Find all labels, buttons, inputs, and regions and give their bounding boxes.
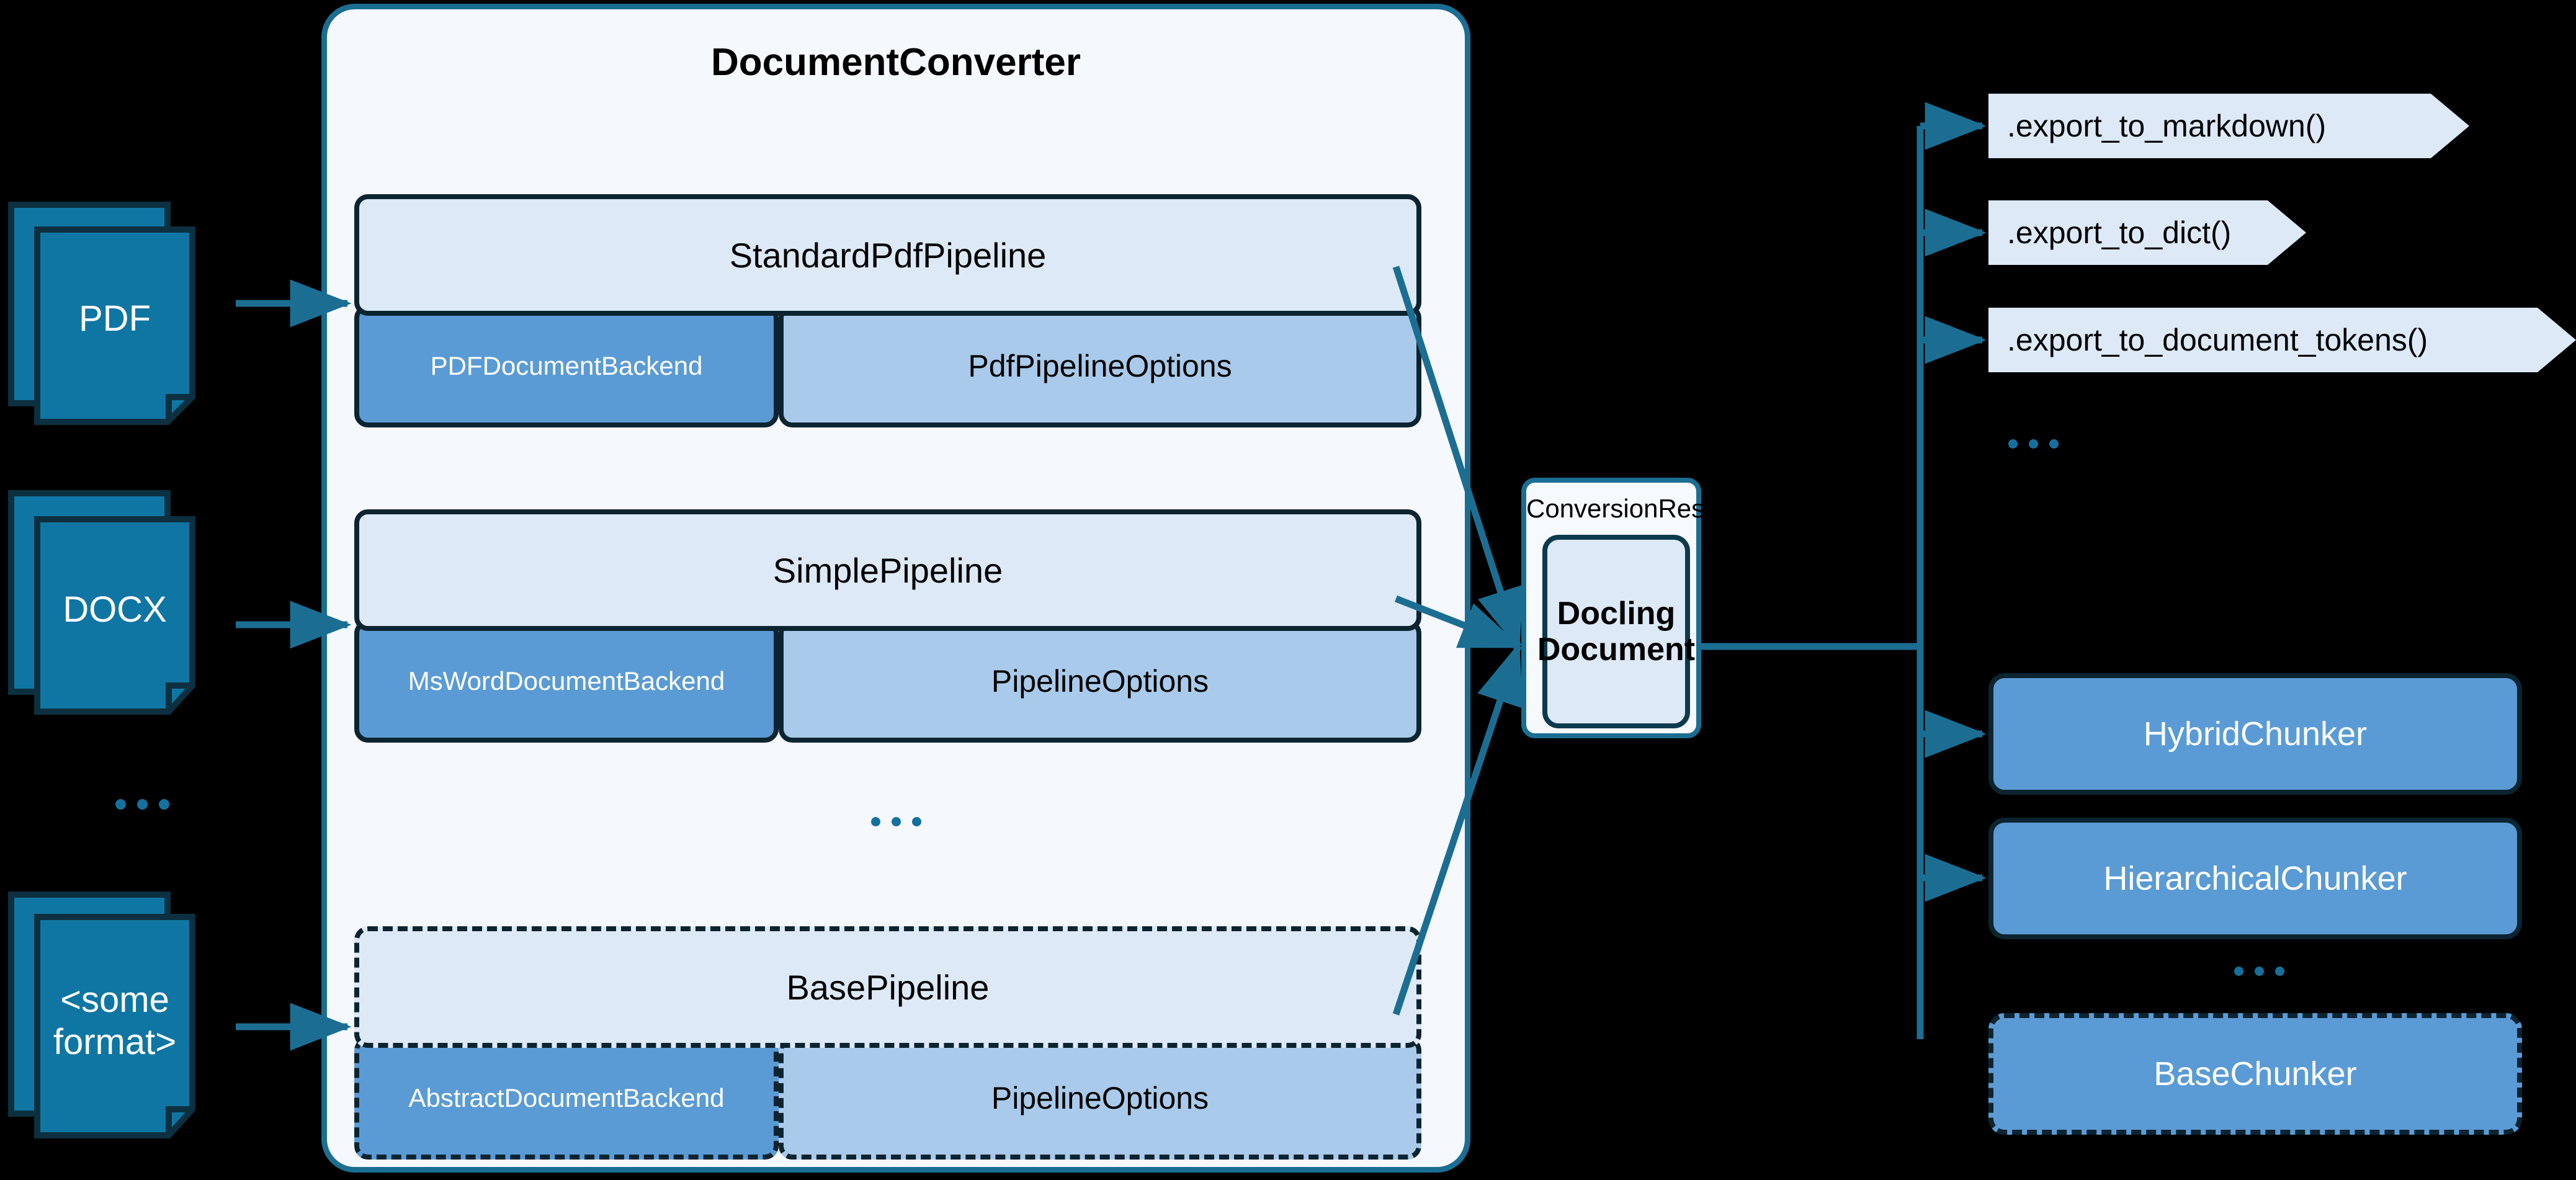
backend-mswordocumentbackend-label: MsWordDocumentBackend	[408, 666, 725, 695]
converter-ellipsis	[871, 817, 921, 826]
document-stack-icon	[8, 202, 195, 425]
options-pipelineoptions-base[interactable]: PipelineOptions	[779, 1037, 1421, 1160]
options-pipelineoptions-base-label: PipelineOptions	[991, 1081, 1209, 1115]
conversion-result-title: ConversionResult	[1526, 494, 1732, 523]
chunker-hierarchicalchunker-label: HierarchicalChunker	[2103, 860, 2407, 897]
chunker-basechunker-label: BaseChunker	[2153, 1055, 2357, 1093]
chunkers-ellipsis	[2234, 967, 2284, 976]
options-pipelineoptions-simple-label: PipelineOptions	[991, 664, 1209, 699]
backend-abstractdocumentbackend-label: AbstractDocumentBackend	[408, 1083, 725, 1112]
docling-document-box[interactable]: Docling Document	[1537, 535, 1695, 728]
chunker-hierarchicalchunker[interactable]: HierarchicalChunker	[1988, 818, 2522, 939]
ellipsis-dot	[2234, 967, 2243, 976]
pipeline-standardpdfpipeline-label: StandardPdfPipeline	[729, 235, 1047, 275]
pipeline-simplepipeline[interactable]: SimplePipeline	[354, 509, 1421, 631]
document-converter-title: DocumentConverter	[711, 41, 1081, 84]
exports-ellipsis	[2008, 439, 2059, 449]
export-to-document-tokens-label: .export_to_document_tokens()	[2007, 323, 2428, 357]
ellipsis-dot	[912, 817, 921, 826]
export-to-dict-label: .export_to_dict()	[2007, 215, 2232, 250]
ellipsis-dot	[2275, 967, 2284, 976]
export-to-dict-shape[interactable]: .export_to_dict()	[1988, 200, 2306, 265]
export-to-document-tokens-shape[interactable]: .export_to_document_tokens()	[1988, 308, 2576, 372]
pipeline-basepipeline[interactable]: BasePipeline	[354, 926, 1421, 1048]
options-pdfpipelineoptions-label: PdfPipelineOptions	[968, 349, 1232, 383]
ellipsis-dot	[892, 817, 901, 826]
ellipsis-dot	[2255, 967, 2264, 976]
options-pdfpipelineoptions[interactable]: PdfPipelineOptions	[779, 305, 1421, 427]
pipeline-standardpdf-subrow: PDFDocumentBackend PdfPipelineOptions	[354, 305, 1421, 427]
document-stack-icon	[8, 892, 195, 1138]
pipeline-group-standardpdf: StandardPdfPipeline PDFDocumentBackend P…	[354, 194, 1421, 427]
ellipsis-dot	[2029, 439, 2038, 449]
document-stack-icon	[8, 490, 195, 715]
export-to-markdown-shape[interactable]: .export_to_markdown()	[1988, 94, 2469, 158]
docling-document-label-line2: Document	[1537, 632, 1696, 668]
input-ellipsis	[115, 799, 169, 810]
pipeline-standardpdfpipeline[interactable]: StandardPdfPipeline	[354, 194, 1421, 316]
options-pipelineoptions-simple[interactable]: PipelineOptions	[779, 620, 1421, 743]
input-document-some-format[interactable]: <some format>	[6, 869, 242, 1154]
chunker-basechunker[interactable]: BaseChunker	[1988, 1013, 2522, 1135]
ellipsis-dot	[137, 799, 148, 810]
pipeline-group-base: BasePipeline AbstractDocumentBackend Pip…	[354, 926, 1421, 1160]
input-document-docx[interactable]: DOCX	[6, 481, 242, 741]
ellipsis-dot	[115, 799, 126, 810]
pipeline-group-simple: SimplePipeline MsWordDocumentBackend Pip…	[354, 509, 1421, 743]
docling-document-label: Docling Document	[1537, 596, 1695, 668]
backend-pdfdocumentbackend[interactable]: PDFDocumentBackend	[354, 305, 779, 427]
ellipsis-dot	[871, 817, 880, 826]
pipeline-simplepipeline-label: SimplePipeline	[772, 550, 1003, 590]
ellipsis-dot	[2008, 439, 2018, 449]
document-converter-panel: DocumentConverter StandardPdfPipeline PD…	[321, 4, 1470, 1173]
ellipsis-dot	[159, 799, 169, 810]
ellipsis-dot	[2049, 439, 2059, 449]
backend-pdfdocumentbackend-label: PDFDocumentBackend	[430, 351, 703, 380]
chunker-hybridchunker-label: HybridChunker	[2143, 715, 2368, 753]
pipeline-base-subrow: AbstractDocumentBackend PipelineOptions	[354, 1037, 1421, 1160]
input-document-pdf[interactable]: PDF	[6, 168, 242, 428]
conversion-result-panel: ConversionResult Docling Document	[1521, 478, 1732, 738]
export-to-markdown-label: .export_to_markdown()	[2007, 109, 2327, 143]
backend-mswordocumentbackend[interactable]: MsWordDocumentBackend	[354, 620, 779, 743]
backend-abstractdocumentbackend[interactable]: AbstractDocumentBackend	[354, 1037, 779, 1160]
docling-document-label-line1: Docling	[1557, 595, 1676, 632]
pipeline-simple-subrow: MsWordDocumentBackend PipelineOptions	[354, 620, 1421, 743]
chunker-hybridchunker[interactable]: HybridChunker	[1988, 673, 2522, 795]
pipeline-basepipeline-label: BasePipeline	[786, 967, 990, 1007]
